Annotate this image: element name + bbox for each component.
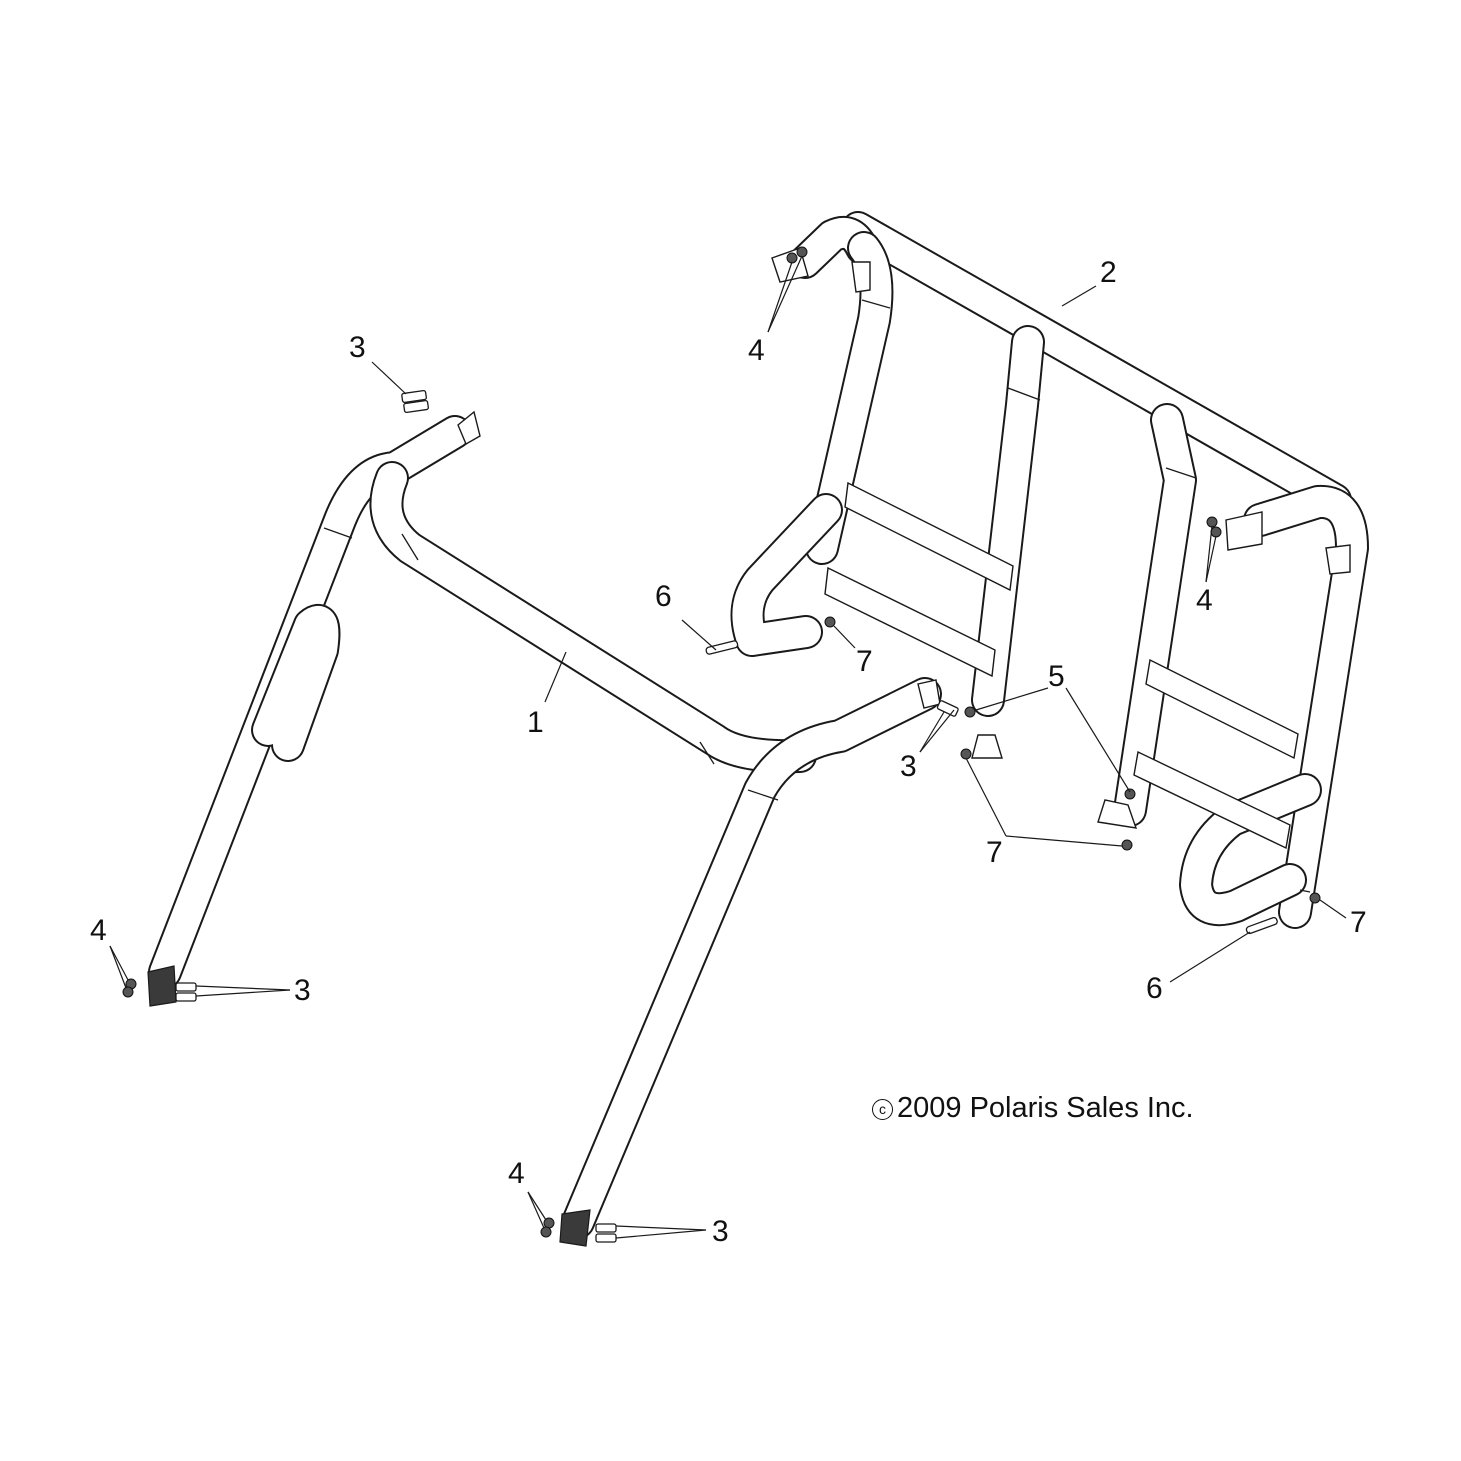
callout-4: 4 — [748, 334, 765, 367]
foot-plate — [147, 965, 177, 1007]
callout-3: 3 — [349, 331, 366, 364]
callout-7: 7 — [856, 645, 873, 678]
foot-plate — [559, 1209, 591, 1247]
copyright-text: 2009 Polaris Sales Inc. — [897, 1092, 1194, 1124]
callout-4: 4 — [1196, 584, 1213, 617]
callout-6: 6 — [655, 580, 672, 613]
callout-4: 4 — [508, 1157, 525, 1190]
callout-5: 5 — [1048, 660, 1065, 693]
callout-7: 7 — [986, 836, 1003, 869]
callout-1: 1 — [527, 706, 544, 739]
leader-lines — [109, 255, 1347, 1239]
callout-3: 3 — [900, 750, 917, 783]
callout-4: 4 — [90, 914, 107, 947]
mount-foot — [1097, 799, 1138, 829]
callout-6: 6 — [1146, 972, 1163, 1005]
rear-cage-frame — [730, 211, 1369, 929]
front-cage-frame — [147, 410, 942, 1247]
callouts: 3 4 2 1 6 7 4 5 3 7 4 3 7 6 4 3 — [90, 256, 1367, 1248]
callout-3: 3 — [712, 1215, 729, 1248]
callout-7: 7 — [1350, 906, 1367, 939]
hardware — [122, 246, 1321, 1243]
copyright-symbol: c — [872, 1099, 893, 1120]
callout-2: 2 — [1100, 256, 1117, 289]
callout-3: 3 — [294, 974, 311, 1007]
mount-foot — [971, 734, 1003, 759]
